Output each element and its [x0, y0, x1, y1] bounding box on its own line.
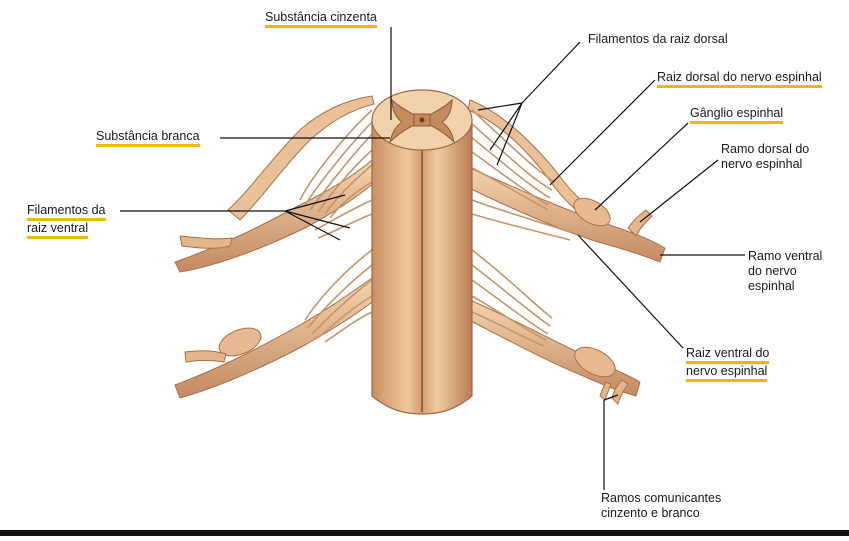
bottom-border — [0, 530, 849, 536]
grey-matter-left — [389, 98, 417, 144]
label-substancia-branca: Substância branca — [96, 129, 200, 147]
spinal-cord — [371, 89, 473, 415]
grey-matter-right — [427, 98, 455, 144]
lower-right-spinal-nerve — [464, 299, 641, 405]
leader-lines — [120, 27, 745, 490]
label-ramos-comunicantes: Ramos comunicantes cinzento e branco — [601, 491, 722, 520]
label-filamentos-raiz-dorsal: Filamentos da raiz dorsal — [588, 32, 728, 46]
rootlet-filaments — [299, 109, 571, 347]
label-ramo-ventral: Ramo ventral do nervo espinhal — [748, 249, 823, 293]
label-ramo-dorsal: Ramo dorsal do nervo espinhal — [721, 142, 810, 171]
upper-left-spinal-nerve — [174, 95, 381, 273]
label-filamentos-raiz-ventral: Filamentos da raiz ventral — [27, 203, 106, 239]
label-raiz-dorsal: Raiz dorsal do nervo espinhal — [657, 70, 822, 88]
label-raiz-ventral: Raiz ventral do nervo espinhal — [686, 346, 770, 382]
label-ganglio-espinhal: Gânglio espinhal — [690, 106, 784, 124]
label-substancia-cinzenta: Substância cinzenta — [265, 10, 377, 28]
lower-left-spinal-nerve — [174, 277, 381, 399]
